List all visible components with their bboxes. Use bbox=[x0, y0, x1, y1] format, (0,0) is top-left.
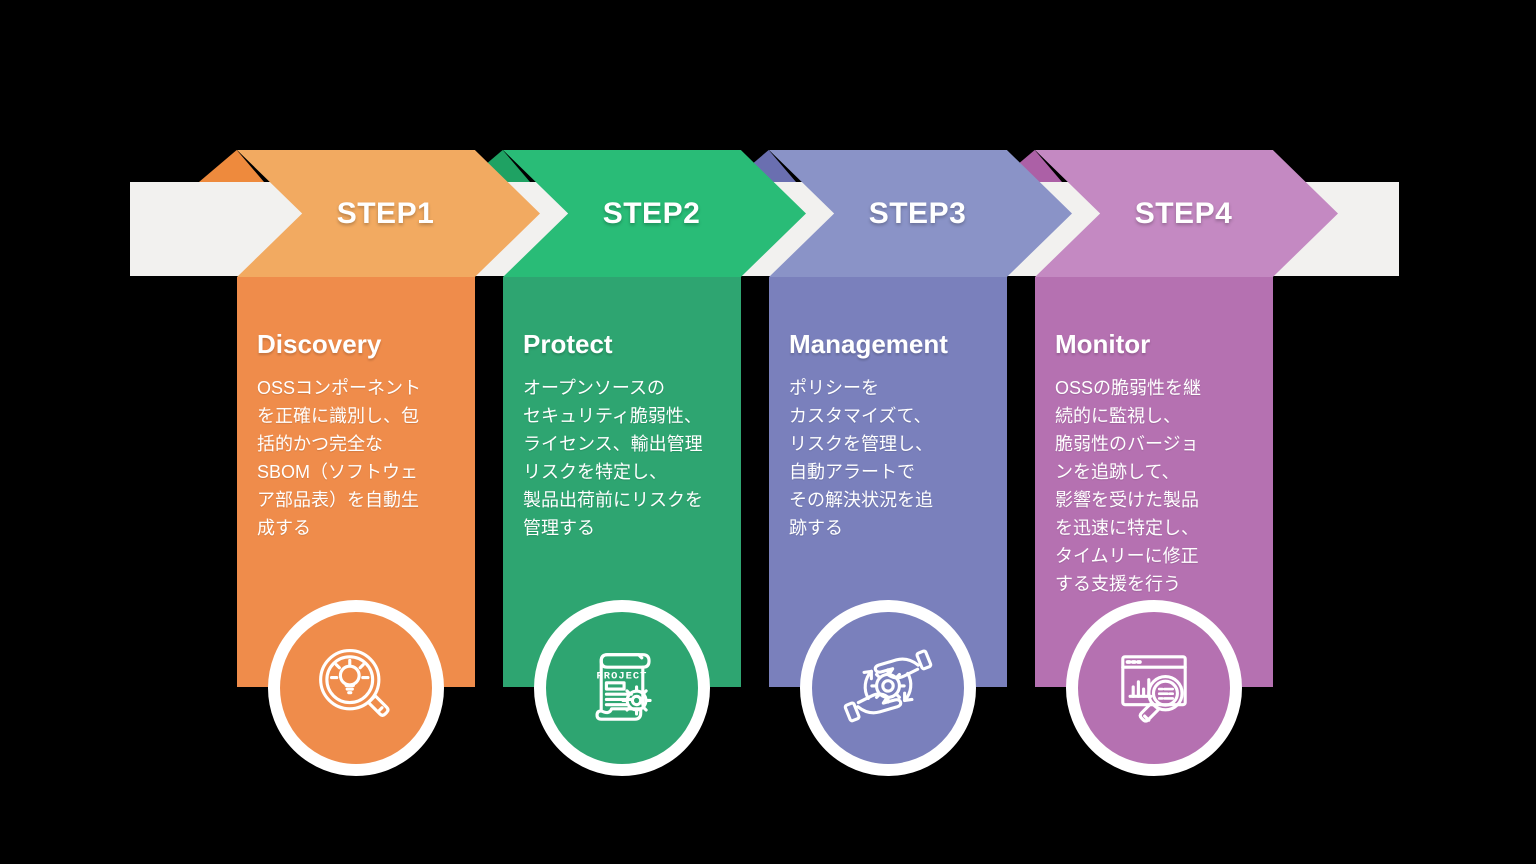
step-arrow-banner: STEP3 bbox=[769, 150, 1072, 277]
step-panel: Discovery OSSコンポーネント を正確に識別し、包 括的かつ完全な S… bbox=[237, 277, 475, 687]
step-icon-badge bbox=[1066, 600, 1242, 776]
magnifier-lightbulb-icon bbox=[319, 649, 390, 717]
step-description: オープンソースの セキュリティ脆弱性、 ライセンス、輸出管理 リスクを特定し、 … bbox=[523, 378, 703, 538]
step-1-section: STEP1 Discovery OSSコンポーネント を正確に識別し、包 括的か… bbox=[199, 150, 540, 790]
step-label: STEP4 bbox=[1134, 196, 1233, 230]
step-label: STEP2 bbox=[602, 196, 701, 230]
step-title: Management bbox=[789, 329, 948, 359]
hands-gear-cycle-icon bbox=[843, 649, 933, 723]
step-4-section: STEP4 Monitor OSSの脆弱性を継 続的に監視し、 脆弱性のバージョ… bbox=[997, 150, 1338, 790]
step-title: Protect bbox=[523, 329, 613, 359]
step-title: Monitor bbox=[1055, 329, 1151, 359]
step-title: Discovery bbox=[257, 329, 382, 359]
step-arrow-banner: STEP1 bbox=[237, 150, 540, 277]
step-2-section: STEP2 Protect オープンソースの セキュリティ脆弱性、 ライセンス、… bbox=[465, 150, 806, 790]
project-scroll-gear-icon: PROJECT bbox=[595, 653, 652, 721]
step-description: OSSコンポーネント を正確に識別し、包 括的かつ完全な SBOM（ソフトウェ … bbox=[257, 378, 422, 538]
step-panel: Monitor OSSの脆弱性を継 続的に監視し、 脆弱性のバージョ ンを追跡し… bbox=[1035, 277, 1273, 687]
svg-text:PROJECT: PROJECT bbox=[597, 671, 648, 683]
step-label: STEP1 bbox=[336, 196, 435, 230]
step-icon-badge: PROJECT bbox=[534, 600, 710, 776]
step-arrow-banner: STEP2 bbox=[503, 150, 806, 277]
step-icon-badge bbox=[800, 600, 976, 776]
step-icon-badge bbox=[268, 600, 444, 776]
step-arrow-banner: STEP4 bbox=[1035, 150, 1338, 277]
step-3-section: STEP3 Management ポリシーを カスタマイズて、 リスクを管理し、… bbox=[731, 150, 1072, 790]
step-description: ポリシーを カスタマイズて、 リスクを管理し、 自動アラートで その解決状況を追… bbox=[789, 378, 933, 538]
dashboard-magnifier-icon bbox=[1121, 655, 1187, 723]
step-label: STEP3 bbox=[868, 196, 967, 230]
step-description: OSSの脆弱性を継 続的に監視し、 脆弱性のバージョ ンを追跡して、 影響を受け… bbox=[1055, 378, 1202, 594]
